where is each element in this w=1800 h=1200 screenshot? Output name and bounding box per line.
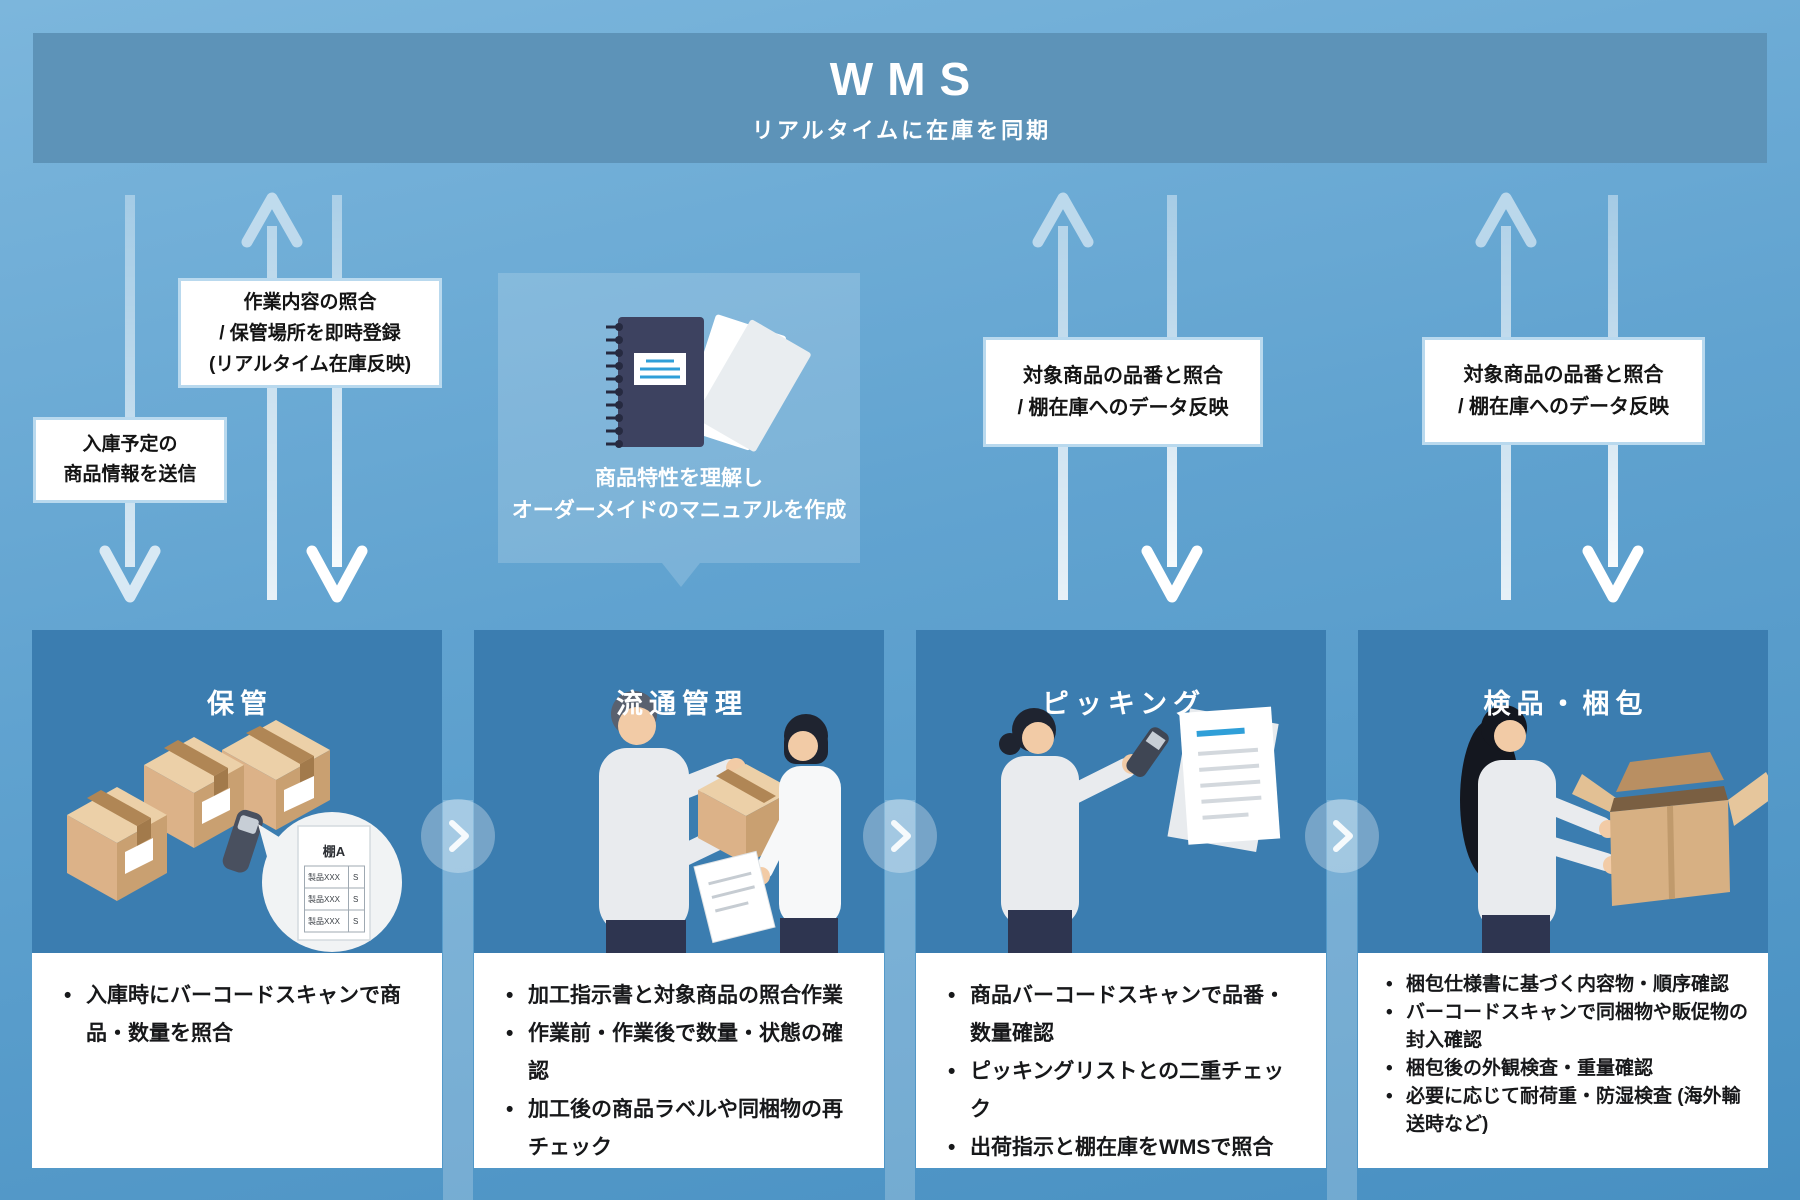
bullet-item: 入庫時にバーコードスキャンで商品・数量を照合 [64,977,418,1053]
svg-text:製品XXX: 製品XXX [308,872,341,882]
worker-woman-icon [999,708,1142,953]
manual-tooltip: 商品特性を理解し オーダーメイドのマニュアルを作成 [498,273,860,563]
card-title-picking: ピッキング [1041,689,1207,719]
label-line: 商品情報を送信 [63,464,197,485]
card-title-inspection: 検品・梱包 [1483,689,1649,719]
worker-woman-icon [1460,705,1621,953]
shelf-location-bubble: 棚A 製品XXX S 製品XXX S 製品XXX S [258,812,402,952]
card-title-storage: 保管 [207,689,273,719]
label-line: 作業内容の照合 [243,291,377,313]
bullet-item: 加工指示書と対象商品の照合作業 [506,977,860,1015]
gap-strip [885,800,915,1200]
storage-illustration: 保管 [32,630,442,953]
tooltip-line: オーダーメイドのマニュアルを作成 [511,499,847,522]
label-line: / 保管場所を即時登録 [219,322,401,344]
wms-title: WMS [829,52,985,105]
bullet-item: 梱包仕様書に基づく内容物・順序確認 [1386,971,1748,999]
svg-text:S: S [353,873,358,882]
step-connector-2 [863,799,937,873]
storage-bullet-list: 入庫時にバーコードスキャンで商品・数量を照合 [64,977,418,1053]
chevron-right-icon [449,820,469,852]
picking-bullet-list: 商品バーコードスキャンで品番・数量確認 ピッキングリストとの二重チェック 出荷指… [948,977,1302,1167]
label-line: 対象商品の品番と照合 [1023,365,1223,387]
work-sheet-icon [693,850,776,944]
label-line: 入庫予定の [82,434,178,455]
label-picking-feedback: 対象商品の品番と照合 / 棚在庫へのデータ反映 [983,337,1263,447]
tooltip-pointer [662,563,700,587]
bullet-item: バーコードスキャンで同梱物や販促物の封入確認 [1386,999,1748,1055]
arrow-up-storage-feedback [241,192,303,600]
step-connector-1 [421,799,495,873]
bullet-item: 加工後の商品ラベルや同梱物の再チェック [506,1091,860,1167]
open-carton-box-icon [1572,752,1768,906]
inspection-bullet-list: 梱包仕様書に基づく内容物・順序確認 バーコードスキャンで同梱物や販促物の封入確認… [1386,971,1748,1139]
svg-text:製品XXX: 製品XXX [308,916,341,926]
label-line: (リアルタイム在庫反映) [208,353,412,375]
card-picking: ピッキング [916,630,1326,1168]
card-distribution: 流通管理 [474,630,884,1168]
label-line: 対象商品の品番と照合 [1463,364,1664,386]
picking-list-icon [1179,706,1281,845]
worker-man-icon [599,691,746,953]
carton-box-icon [144,737,244,848]
carton-box-icon [67,787,167,901]
card-title-distribution: 流通管理 [616,689,748,719]
distribution-bullet-list: 加工指示書と対象商品の照合作業 作業前・作業後で数量・状態の確認 加工後の商品ラ… [506,977,860,1167]
label-inbound-info: 入庫予定の 商品情報を送信 [33,417,227,503]
woman-scanning-list-illustration [999,706,1281,953]
step-connector-3 [1305,799,1379,873]
bullet-item: 必要に応じて耐荷重・防湿検査 (海外輸送時など) [1386,1083,1748,1139]
boxes-and-scanner-illustration: 棚A 製品XXX S 製品XXX S 製品XXX S [67,720,402,952]
card-storage: 保管 [32,630,442,1168]
bullet-item: 梱包後の外観検査・重量確認 [1386,1055,1748,1083]
bullet-item: 商品バーコードスキャンで品番・数量確認 [948,977,1302,1053]
inspection-details: 梱包仕様書に基づく内容物・順序確認 バーコードスキャンで同梱物や販促物の封入確認… [1358,953,1768,1168]
tooltip-line: 商品特性を理解し [595,467,763,490]
inspection-illustration: 検品・梱包 [1358,630,1768,953]
wms-header-banner: WMS リアルタイムに在庫を同期 [33,33,1767,163]
svg-text:S: S [353,917,358,926]
gap-strip [1327,800,1357,1200]
label-line: / 棚在庫へのデータ反映 [1457,396,1670,418]
distribution-illustration: 流通管理 [474,630,884,953]
picking-illustration: ピッキング [916,630,1326,953]
picking-details: 商品バーコードスキャンで品番・数量確認 ピッキングリストとの二重チェック 出荷指… [916,953,1326,1168]
bullet-item: 出荷指示と棚在庫をWMSで照合 [948,1129,1302,1167]
barcode-scanner-icon [1126,727,1169,777]
bullet-item: ピッキングリストとの二重チェック [948,1053,1302,1129]
arrow-down-inbound [99,195,161,603]
shelf-title: 棚A [323,844,346,859]
storage-details: 入庫時にバーコードスキャンで商品・数量を照合 [32,953,442,1168]
wms-subtitle: リアルタイムに在庫を同期 [751,117,1052,143]
svg-text:製品XXX: 製品XXX [308,894,341,904]
svg-text:S: S [353,895,358,904]
arrow-down-storage [306,195,368,603]
bullet-item: 作業前・作業後で数量・状態の確認 [506,1015,860,1091]
label-line: / 棚在庫へのデータ反映 [1017,397,1229,419]
chevron-right-icon [891,820,911,852]
notebook-icon [606,314,811,452]
distribution-details: 加工指示書と対象商品の照合作業 作業前・作業後で数量・状態の確認 加工後の商品ラ… [474,953,884,1168]
chevron-right-icon [1333,820,1353,852]
woman-packing-box-illustration [1460,705,1768,953]
gap-strip [443,800,473,1200]
tooltip-text: 商品特性を理解し オーダーメイドのマニュアルを作成 [498,463,860,527]
label-storage-feedback: 作業内容の照合 / 保管場所を即時登録 (リアルタイム在庫反映) [178,278,442,388]
workers-handing-box-illustration [599,691,841,953]
card-inspection: 検品・梱包 [1358,630,1768,1168]
barcode-scanner-icon [222,809,263,873]
worker-woman-icon [752,714,841,953]
label-inspection-feedback: 対象商品の品番と照合 / 棚在庫へのデータ反映 [1422,337,1705,445]
